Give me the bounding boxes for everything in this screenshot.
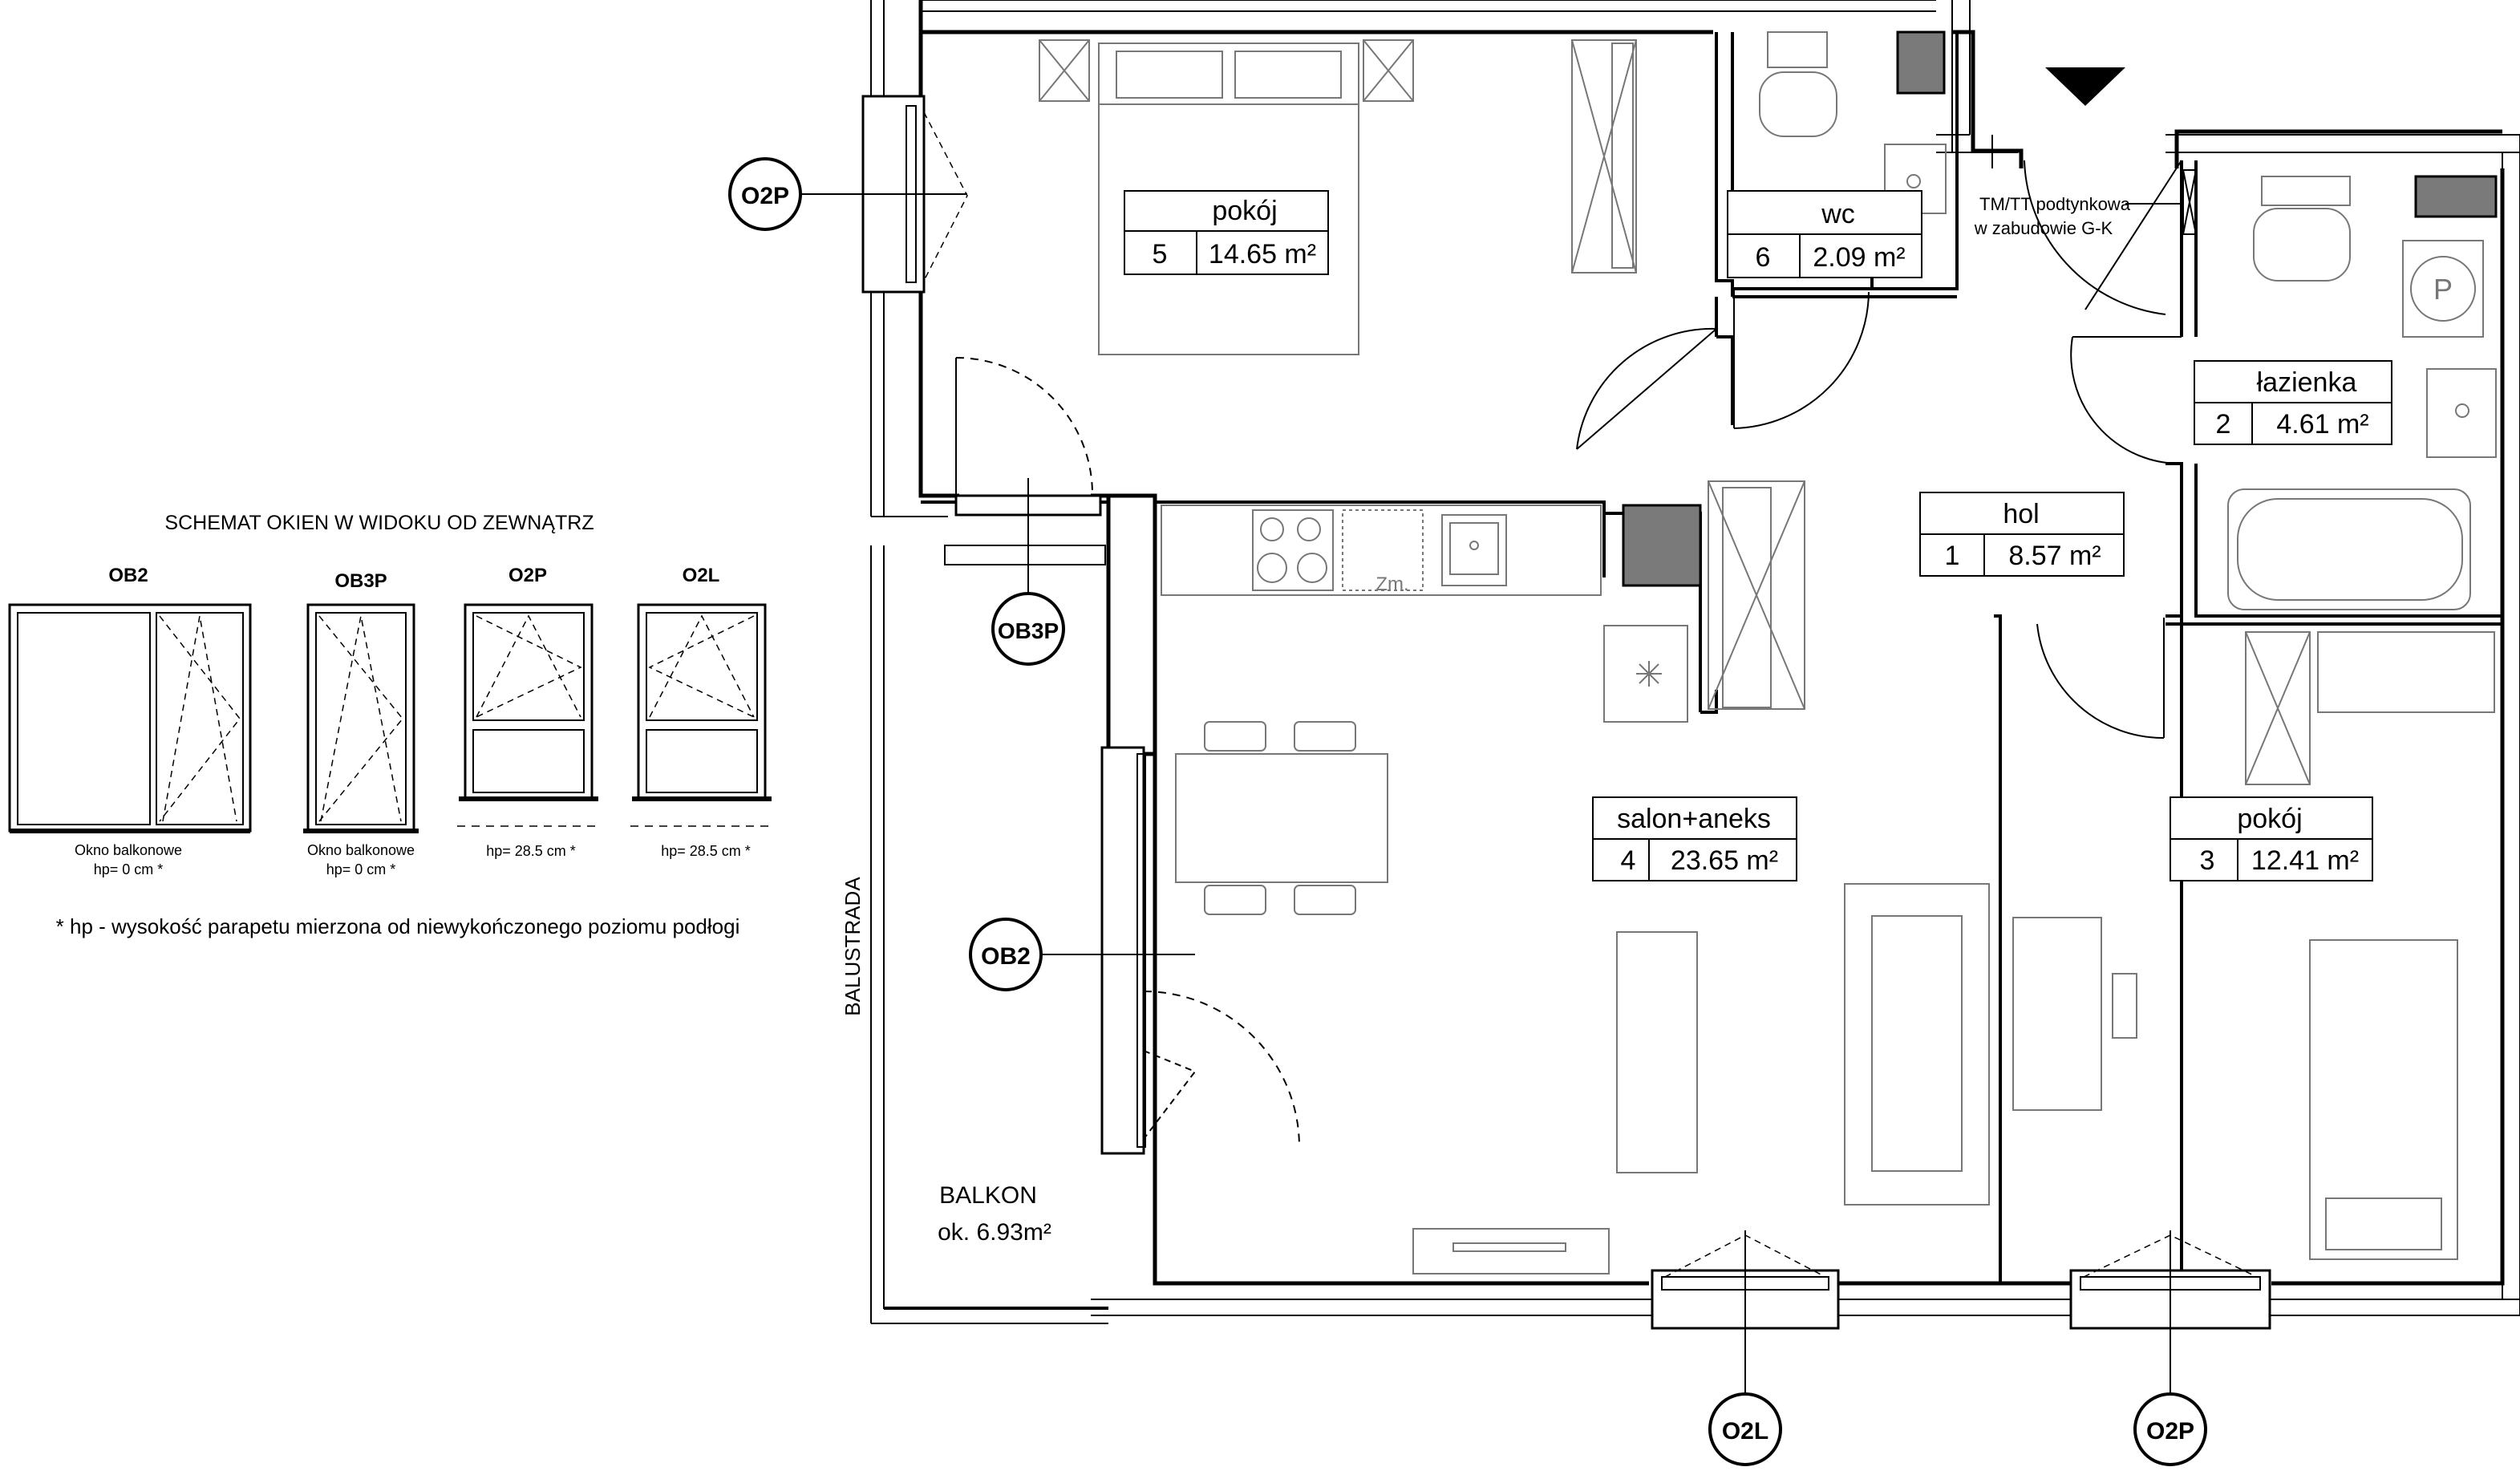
schematic-caption-ob3p: Okno balkonowe xyxy=(307,842,415,858)
room-number: 4 xyxy=(1621,845,1636,876)
schematic-ob2: OB2 Okno balkonowe hp= 0 cm * xyxy=(8,565,252,877)
schematic-caption-ob2: Okno balkonowe xyxy=(75,842,182,858)
wall-windows xyxy=(861,95,2271,1330)
room-area: 23.65 m² xyxy=(1671,845,1778,876)
schematic-hp-o2l: hp= 28.5 cm * xyxy=(661,843,751,859)
doors xyxy=(955,160,2182,1148)
balcony-railing-label: BALUSTRADA xyxy=(841,877,865,1016)
window-tags: O2P OB3P OB2 O2L O2P xyxy=(728,157,2207,1466)
furniture: Zm. P xyxy=(1039,31,2497,1274)
stove-label: Zm. xyxy=(1375,573,1408,595)
entrance-arrow-icon xyxy=(2045,67,2125,106)
room-labels: pokój 5 14.65 m² wc 6 2.09 m² łazienka 2… xyxy=(1124,190,2392,881)
schematic-hp-o2p: hp= 28.5 cm * xyxy=(486,843,576,859)
room-label-5: pokój 5 14.65 m² xyxy=(1124,190,1329,275)
room-label-3: pokój 3 12.41 m² xyxy=(2170,796,2373,881)
room-label-6: wc 6 2.09 m² xyxy=(1727,190,1922,278)
shafts xyxy=(1622,30,2498,587)
installation-note-1: TM/TT podtynkowa xyxy=(1979,194,2131,214)
room-name: pokój xyxy=(2237,804,2302,834)
room-area: 12.41 m² xyxy=(2251,845,2359,876)
room-name: łazienka xyxy=(2257,367,2357,398)
room-area: 14.65 m² xyxy=(1209,239,1316,269)
schematic-hp-ob3p: hp= 0 cm * xyxy=(326,861,396,877)
room-name: hol xyxy=(2003,499,2039,529)
schematic-footnote: * hp - wysokość parapetu mierzona od nie… xyxy=(56,914,740,938)
room-label-2: łazienka 2 4.61 m² xyxy=(2194,360,2392,445)
room-name: pokój xyxy=(1212,196,1277,226)
room-number: 5 xyxy=(1153,239,1168,269)
room-label-4: salon+aneks 4 23.65 m² xyxy=(1592,796,1797,881)
schematic-ob3p: OB3P Okno balkonowe hp= 0 cm * xyxy=(303,570,419,877)
schematic-code-o2p: O2P xyxy=(508,565,547,586)
room-number: 6 xyxy=(1756,242,1771,273)
installation-marker: TM/TT podtynkowa w zabudowie G-K xyxy=(1974,169,2197,238)
schematic-hp-ob2: hp= 0 cm * xyxy=(94,861,164,877)
installation-note-2: w zabudowie G-K xyxy=(1974,218,2113,238)
schematic-code-o2l: O2L xyxy=(683,565,720,586)
room-area: 4.61 m² xyxy=(2276,409,2368,440)
schematic-code-ob2: OB2 xyxy=(108,565,148,586)
schematic-title: SCHEMAT OKIEN W WIDOKU OD ZEWNĄTRZ xyxy=(164,512,594,534)
room-label-1: hol 1 8.57 m² xyxy=(1919,492,2125,577)
room-number: 1 xyxy=(1945,541,1960,571)
room-number: 3 xyxy=(2200,845,2215,876)
window-tag-w4: O2L xyxy=(1722,1418,1768,1445)
room-area: 2.09 m² xyxy=(1813,242,1905,273)
room-name: salon+aneks xyxy=(1617,804,1771,834)
window-tag-w3: OB2 xyxy=(981,943,1031,970)
schematic-o2l: O2L hp= 28.5 cm * xyxy=(630,565,773,859)
window-tag-w5: O2P xyxy=(2146,1418,2194,1445)
schematic-o2p: O2P hp= 28.5 cm * xyxy=(457,565,600,859)
balcony-name: BALKON xyxy=(939,1182,1037,1209)
room-area: 8.57 m² xyxy=(2008,541,2101,571)
schematic-code-ob3p: OB3P xyxy=(334,570,387,592)
window-tag-w2: OB3P xyxy=(998,618,1059,643)
balcony-area: ok. 6.93m² xyxy=(938,1219,1051,1246)
window-tag-w1: O2P xyxy=(741,183,789,209)
washer-label: P xyxy=(2433,273,2453,306)
room-name: wc xyxy=(1821,199,1855,229)
room-number: 2 xyxy=(2216,409,2231,440)
balcony: BALUSTRADA BALKON ok. 6.93m² xyxy=(841,545,1108,1324)
window-schematic: SCHEMAT OKIEN W WIDOKU OD ZEWNĄTRZ OB2 O… xyxy=(8,512,773,938)
